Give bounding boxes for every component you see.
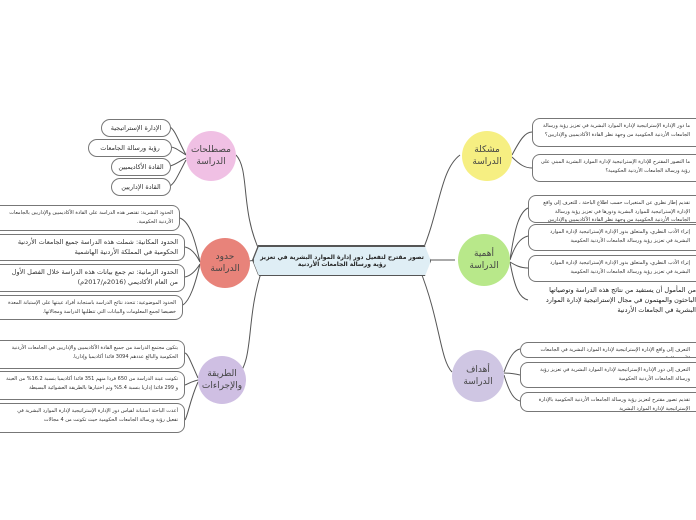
line-method: [235, 269, 263, 379]
method-item[interactable]: يتكون مجتمع الدراسة من جميع القادة الأكا…: [0, 340, 185, 369]
importance-item[interactable]: إثراء الأدب النظري، والمتعلق بدور الإدار…: [528, 255, 696, 282]
importance-item[interactable]: تقديم إطار نظري عن المتغيرات حسب اطلاع ا…: [528, 195, 696, 223]
objectives-item[interactable]: التعرف إلى دور الإدارة الإستراتيجية لإدا…: [520, 362, 696, 388]
node-terms[interactable]: مصطلحات الدراسة: [186, 131, 236, 181]
node-method[interactable]: الطريقة والإجراءات: [198, 356, 246, 404]
node-limits[interactable]: حدود الدراسة: [200, 238, 250, 288]
term-item[interactable]: الإدارة الإستراتيجية: [101, 119, 171, 137]
line-problem: [421, 154, 461, 253]
limits-item[interactable]: الحدود البشرية: تقتصر هذه الدراسة على ال…: [0, 205, 180, 231]
objectives-item[interactable]: تقديم تصور مقترح لتعزيز رؤية ورسالة الجا…: [520, 392, 696, 412]
limits-item[interactable]: الحدود الزمانية: تم جمع بيانات هذه الدرا…: [0, 264, 185, 292]
objectives-item[interactable]: التعرف إلى واقع الإدارة الإستراتيجية لإد…: [520, 342, 696, 358]
term-item[interactable]: القادة الإداريين: [111, 178, 171, 196]
problem-item[interactable]: ما دور الإدارة الإستراتيجية لإدارة الموا…: [532, 118, 696, 147]
node-importance[interactable]: أهمية الدراسة: [458, 234, 510, 286]
node-problem[interactable]: مشكلة الدراسة: [462, 131, 512, 181]
limits-item[interactable]: الحدود المكانية: شملت هذه الدراسة جميع ا…: [0, 234, 185, 261]
line-objectives: [419, 269, 453, 373]
importance-item[interactable]: إثراء الأدب النظري، والمتعلق بدور الإدار…: [528, 224, 696, 251]
problem-item[interactable]: ما التصور المقترح للإدارة الإستراتيجية ل…: [532, 154, 696, 182]
term-item[interactable]: رؤية ورسالة الجامعات: [88, 139, 172, 157]
limits-item[interactable]: الحدود الموضوعية: تتحدد نتائج الدراسة با…: [0, 295, 183, 320]
method-item[interactable]: تكونت عينة الدراسة من 650 فردا منهم 351 …: [0, 371, 185, 400]
central-topic[interactable]: تصور مقترح لتفعيل دور إدارة الموارد البش…: [253, 246, 431, 276]
method-item[interactable]: أعدت الباحثة استبانة لقياس دور الإدارة ا…: [0, 403, 185, 433]
importance-item[interactable]: من المأمول أن يستفيد من نتائج هذه الدراس…: [545, 286, 696, 314]
node-objectives[interactable]: أهداف الدراسة: [452, 350, 504, 402]
term-item[interactable]: القادة الأكاديميين: [111, 158, 171, 176]
line-terms: [235, 154, 261, 253]
